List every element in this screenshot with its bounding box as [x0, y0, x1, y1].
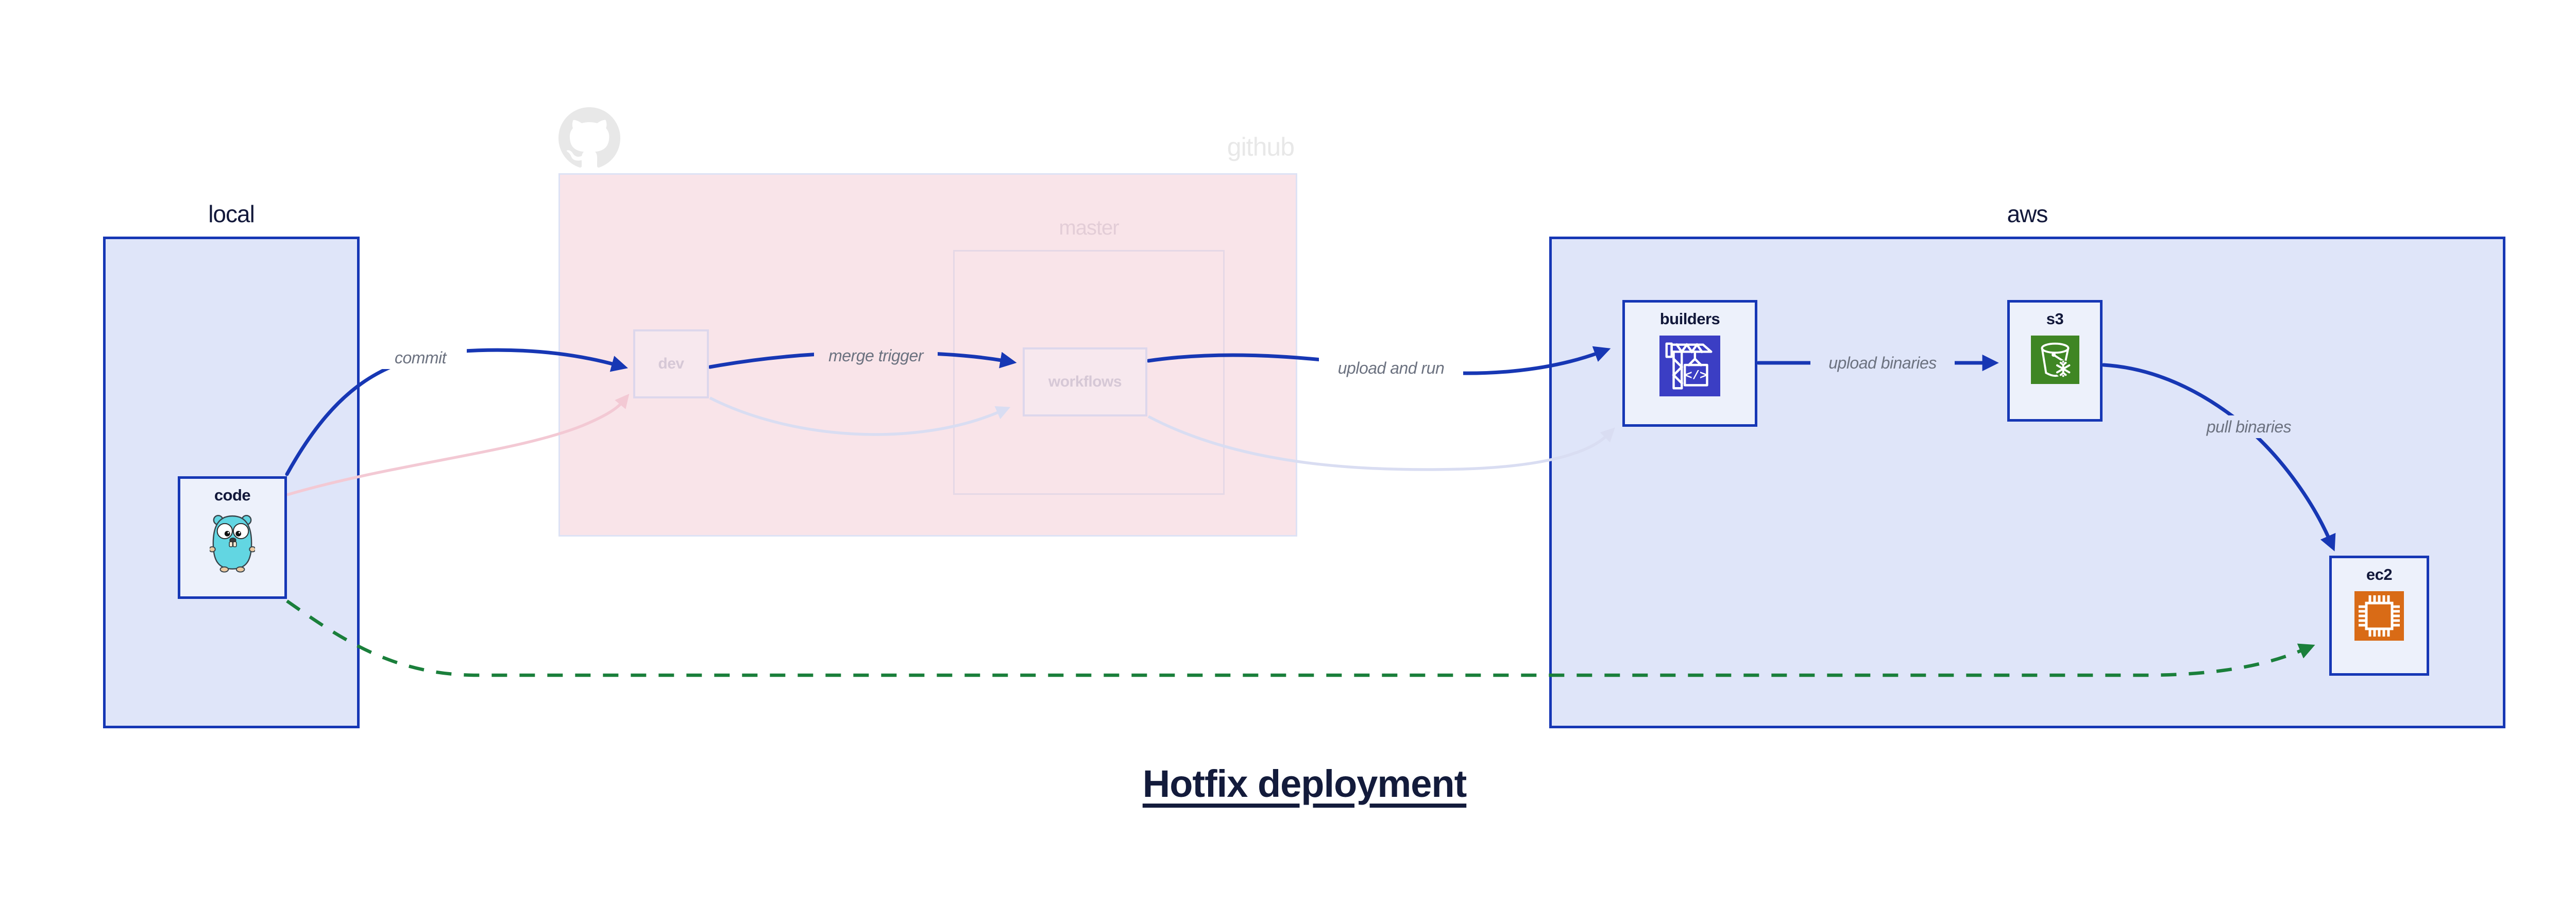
- octocat-icon: [558, 107, 620, 169]
- aws-codebuild-icon: </>: [1659, 336, 1720, 396]
- edge-label-upload-binaries: upload binaries: [1810, 352, 1955, 374]
- cluster-master-box: [953, 250, 1225, 495]
- node-dev-label: dev: [658, 355, 684, 372]
- edge-label-upload-and-run: upload and run: [1319, 357, 1463, 379]
- aws-ec2-icon: [2354, 591, 2404, 641]
- edge-hotfix-dashed: [286, 599, 2315, 677]
- node-builders: builders </>: [1622, 300, 1757, 427]
- aws-s3-glacier-icon: [2030, 336, 2079, 384]
- edge-label-commit: commit: [374, 346, 467, 369]
- edge-label-pull-binaries: pull binaries: [2187, 415, 2311, 438]
- node-ec2: ec2: [2329, 556, 2429, 676]
- node-dev: dev: [633, 329, 709, 398]
- edge-pull-binaries: [2102, 363, 2336, 552]
- diagram-title: Hotfix deployment: [1142, 762, 1467, 805]
- node-code-label: code: [214, 486, 251, 504]
- svg-text:</>: </>: [1685, 370, 1707, 383]
- edge-label-merge-trigger: merge trigger: [814, 344, 938, 367]
- cluster-master-label: master: [1059, 216, 1119, 239]
- cluster-aws-label: aws: [2007, 201, 2048, 227]
- node-s3-label: s3: [2046, 310, 2064, 328]
- cluster-github-label: github: [1227, 132, 1295, 161]
- edge-ghost-commit: [286, 393, 630, 496]
- node-ec2-label: ec2: [2366, 565, 2393, 583]
- node-builders-label: builders: [1659, 310, 1720, 328]
- cluster-local-label: local: [208, 201, 255, 227]
- golang-gopher-icon: [210, 512, 255, 573]
- node-workflows: workflows: [1023, 347, 1147, 416]
- edge-ghost-upload: [1147, 415, 1615, 471]
- node-s3: s3: [2007, 300, 2103, 422]
- node-code: code: [178, 476, 287, 599]
- edge-ghost-merge: [709, 396, 1011, 436]
- node-workflows-label: workflows: [1048, 373, 1122, 390]
